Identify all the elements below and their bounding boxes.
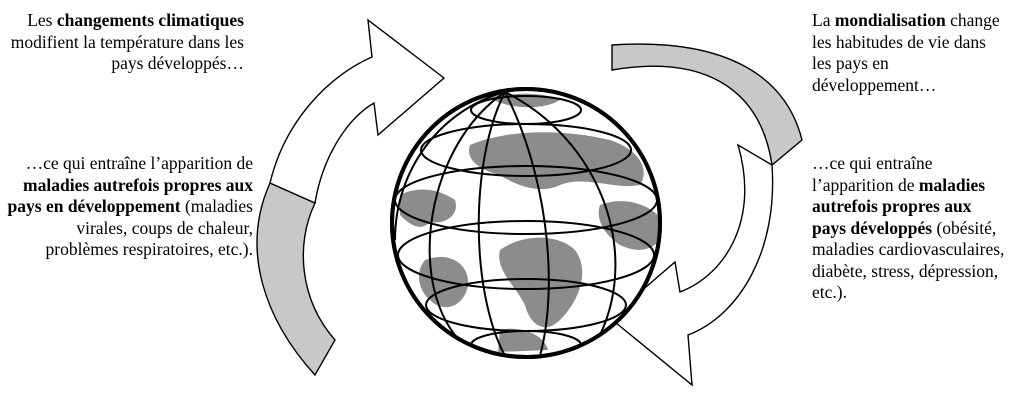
left-consequence-block: …ce qui entraîne l’apparition de maladie… <box>6 153 253 261</box>
right-arrow-back-band <box>612 44 802 165</box>
right-consequence-run: …ce qui entraîne l’apparition de <box>812 153 933 195</box>
left-text-block: Les changements climatiques modifient la… <box>6 10 244 75</box>
right-consequence-block: …ce qui entraîne l’apparition de maladie… <box>812 153 1008 304</box>
right-text-block: La mondialisation change les habitudes d… <box>812 10 1008 96</box>
right-statement-run: La <box>812 10 835 30</box>
left-statement-run: modifient la température dans les pays d… <box>11 32 244 74</box>
left-consequence: …ce qui entraîne l’apparition de maladie… <box>6 153 253 261</box>
left-statement-run: changements climatiques <box>57 10 244 30</box>
right-statement-run: mondialisation <box>835 10 946 30</box>
left-consequence-run: …ce qui entraîne l’apparition de <box>26 153 253 173</box>
right-statement: La mondialisation change les habitudes d… <box>812 10 1008 96</box>
right-consequence: …ce qui entraîne l’apparition de maladie… <box>812 153 1008 304</box>
left-statement: Les changements climatiques modifient la… <box>6 10 244 75</box>
left-statement-run: Les <box>27 10 57 30</box>
left-arrow-back-band <box>257 183 335 375</box>
